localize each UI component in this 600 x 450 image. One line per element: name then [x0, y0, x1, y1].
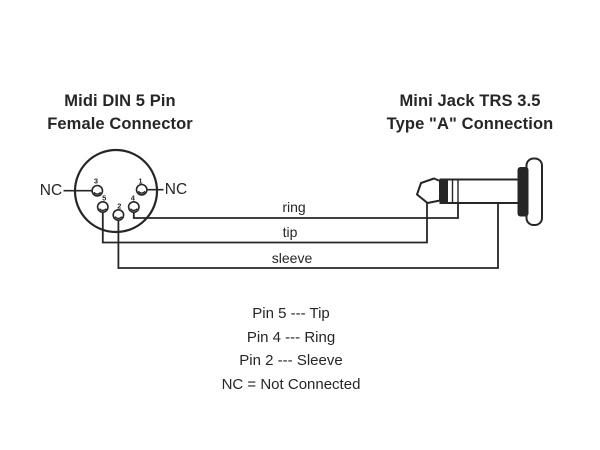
sleeve-wire-label: sleeve: [271, 250, 313, 266]
pin-5-cup: [96, 201, 109, 213]
pin-2-cup: [112, 209, 125, 221]
legend-line-pin2-sleeve: Pin 2 --- Sleeve: [239, 352, 343, 369]
tip-wire-label: tip: [282, 224, 298, 240]
pin-1-notch: [137, 190, 146, 194]
jack-contact-separators: [451, 180, 459, 203]
legend-line-pin4-ring: Pin 4 --- Ring: [246, 328, 336, 346]
pin-3-number: 3: [93, 176, 99, 185]
pin-1-cup: [135, 183, 148, 196]
pin-3-notch: [93, 191, 102, 195]
trs-jack-plug: [416, 157, 543, 226]
pin-5-notch: [98, 208, 107, 212]
jack-title-line1: Mini Jack TRS 3.5: [399, 92, 541, 110]
wire-ring-path: [132, 202, 459, 219]
wire-tip-path: [101, 203, 428, 244]
pin-1-number: 1: [138, 176, 143, 185]
wire-sleeve-path: [117, 202, 499, 269]
jack-insulator-band: [441, 179, 448, 203]
din-title-line1: Midi DIN 5 Pin: [64, 92, 176, 110]
jack-title-line2: Type "A" Connection: [386, 114, 554, 133]
jack-grip-band: [517, 167, 529, 217]
pin-2-number: 2: [117, 201, 122, 211]
legend-line-pin5-tip: Pin 5 --- Tip: [252, 305, 330, 322]
din-title-line2: Female Connector: [47, 114, 193, 133]
pin-3-cup: [91, 184, 104, 197]
ring-wire-label: ring: [282, 199, 306, 215]
legend-line-nc-note: NC = Not Connected: [221, 375, 361, 393]
pin-4-notch: [129, 208, 138, 212]
pin-5-number: 5: [102, 193, 107, 203]
pin-2-notch: [114, 216, 123, 220]
jack-cap: [525, 157, 543, 226]
din-connector-title: Midi DIN 5 Pin Female Connector: [47, 90, 193, 135]
nc-label-right: NC: [164, 181, 188, 198]
nc-label-left: NC: [39, 182, 63, 199]
pin-4-cup: [127, 201, 140, 213]
pin-mapping-legend: Pin 5 --- Tip Pin 4 --- Ring Pin 2 --- S…: [222, 302, 361, 396]
jack-tip-shape: [416, 177, 441, 204]
jack-connector-title: Mini Jack TRS 3.5 Type "A" Connection: [387, 90, 554, 135]
pin-4-number: 4: [130, 193, 135, 203]
